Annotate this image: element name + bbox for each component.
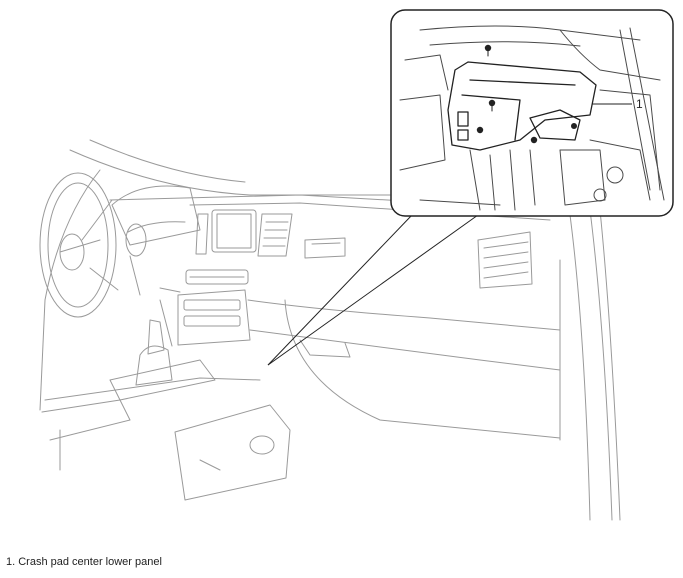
- inset-leader-lines: [267, 214, 479, 366]
- callout-number: 1: [636, 97, 643, 111]
- dashboard-diagram: 1: [39, 9, 674, 521]
- crash-pad-center-lower-panel: [447, 61, 597, 151]
- detail-inset: 1: [390, 9, 674, 217]
- steering-wheel: [39, 172, 119, 318]
- screws: [476, 44, 577, 144]
- figure-caption: 1. Crash pad center lower panel: [6, 556, 162, 568]
- vehicle-interior-drawing: [39, 139, 621, 521]
